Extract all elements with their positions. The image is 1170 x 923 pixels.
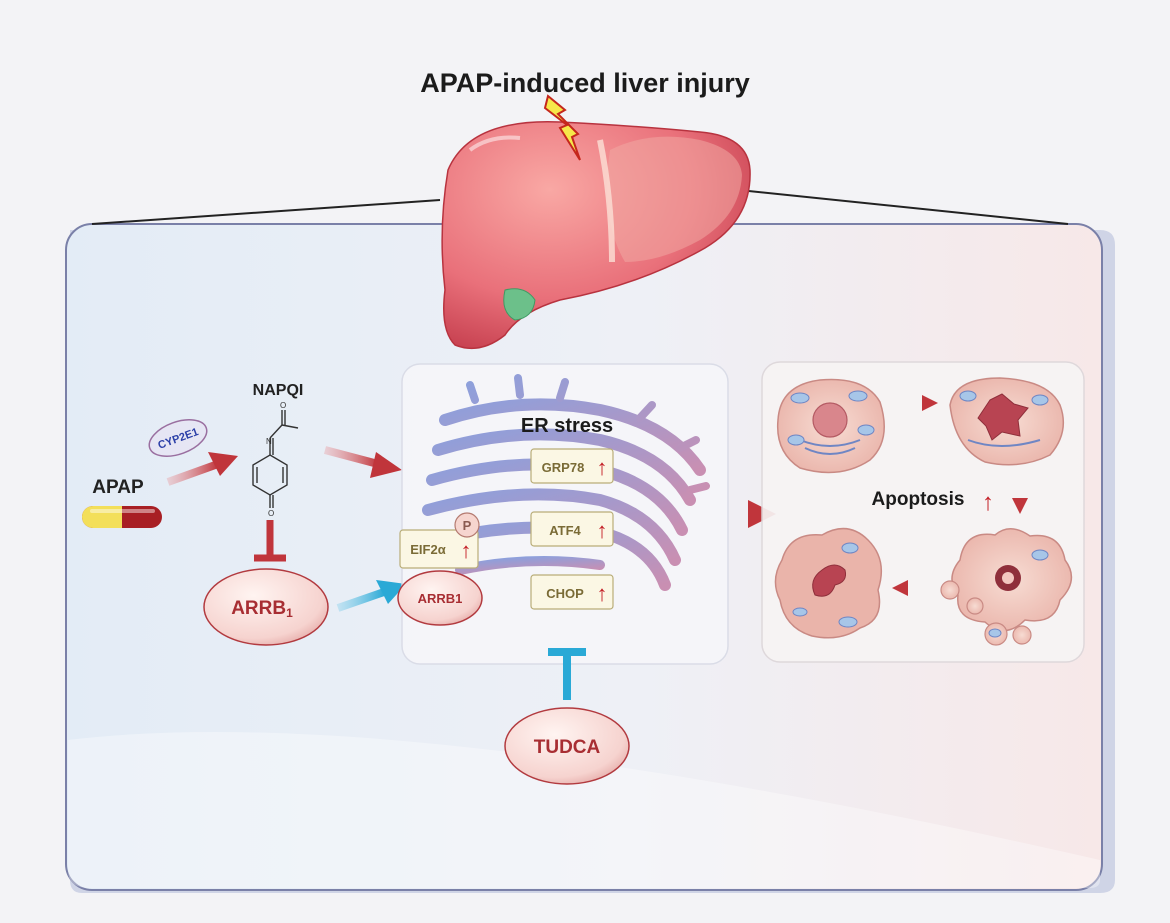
arrb1-er-label: ARRB1 <box>418 591 463 606</box>
chop-up-arrow: ↑ <box>597 581 608 606</box>
liver-icon <box>441 120 751 350</box>
fragmented-cell-icon <box>774 527 883 639</box>
zoom-line-left <box>91 199 441 225</box>
tudca-label: TUDCA <box>534 737 601 758</box>
chop-label: CHOP <box>546 586 584 601</box>
arrb1-left-main: ARRB <box>231 598 286 619</box>
arrow-cell1-to-cell2 <box>895 395 938 411</box>
lightning-icon <box>543 94 581 161</box>
normal-cell-icon <box>776 378 885 474</box>
grp78-up-arrow: ↑ <box>597 455 608 480</box>
inhibit-tudca-to-er <box>548 648 586 700</box>
diagram-title: APAP-induced liver injury <box>420 68 750 98</box>
napqi-label: NAPQI <box>253 382 304 399</box>
marker-grp78: GRP78 ↑ <box>530 448 614 484</box>
apap-label: APAP <box>92 477 144 498</box>
napqi-o-atom-bottom: O <box>268 509 274 518</box>
apoptosis-up-arrow: ↑ <box>982 489 994 516</box>
gallbladder-icon <box>503 288 536 321</box>
arrow-cell2-to-cell3 <box>1012 472 1028 514</box>
cyp2e1-oval <box>148 419 208 457</box>
arrb1-left-sub: 1 <box>286 606 293 620</box>
er-stress-title: ER stress <box>521 415 613 437</box>
arrb1-left-label: ARRB1 <box>231 598 293 620</box>
arrow-arrb1-to-er <box>336 580 406 612</box>
marker-eif2a: EIF2α ↑ <box>399 529 479 569</box>
napqi-structure-icon <box>252 410 299 508</box>
marker-atf4: ATF4 ↑ <box>530 511 614 547</box>
arrow-cell3-to-cell4 <box>892 580 935 596</box>
eif2a-up-arrow: ↑ <box>461 538 472 563</box>
shrinking-cell-icon <box>949 377 1065 466</box>
napqi-n-atom: N <box>266 437 272 446</box>
panel-highlight <box>68 732 1100 888</box>
tudca-oval <box>504 707 630 785</box>
eif2a-label: EIF2α <box>410 542 445 557</box>
atf4-up-arrow: ↑ <box>597 518 608 543</box>
atf4-label: ATF4 <box>549 523 581 538</box>
arrow-apap-to-napqi <box>166 452 238 486</box>
grp78-label: GRP78 <box>542 460 585 475</box>
arrb1-oval-left <box>203 568 329 646</box>
zoom-line-right <box>719 187 1069 225</box>
napqi-o-atom-top: O <box>280 401 286 410</box>
apoptosis-label: Apoptosis <box>872 489 965 510</box>
phospho-circle <box>454 512 480 538</box>
phospho-label: P <box>463 518 472 533</box>
marker-chop: CHOP ↑ <box>530 574 614 610</box>
arrow-napqi-to-er <box>323 446 402 478</box>
inhibit-napqi-to-arrb1 <box>254 520 286 562</box>
blebbing-cell-icon <box>940 528 1073 646</box>
apap-capsule-icon <box>82 506 162 528</box>
arrb1-oval-er <box>397 570 483 626</box>
